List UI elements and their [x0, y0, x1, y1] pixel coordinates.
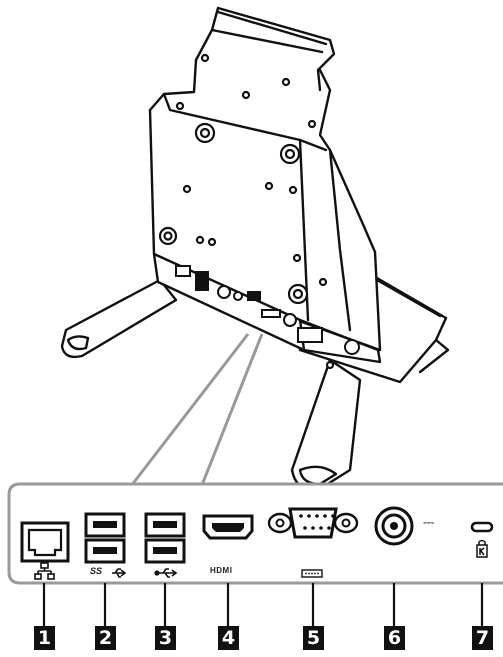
dc-power-icon: ⎓: [423, 514, 435, 530]
strip-ports: [175, 265, 360, 355]
hdmi-port: [202, 514, 254, 540]
lock-slot: [470, 521, 494, 533]
usb3-ports: [84, 512, 126, 564]
usb3-label: SS: [90, 566, 103, 576]
serial-port: [267, 507, 359, 539]
lan-port-icon: [20, 521, 70, 563]
callout-5: 5: [303, 626, 324, 650]
base-leg-left: [60, 278, 178, 359]
callout-2: 2: [95, 626, 116, 650]
dc-jack: [374, 506, 414, 546]
callout-3: 3: [155, 626, 176, 650]
base-leg-left-foot: [66, 335, 90, 351]
base-leg-right-foot: [298, 465, 338, 486]
usb-icon: [154, 568, 178, 578]
mount-holes: [158, 53, 335, 370]
callout-7: 7: [472, 626, 493, 650]
zoom-lines: [126, 333, 264, 491]
callout-6: 6: [384, 626, 405, 650]
serial-port-icon: [301, 569, 323, 578]
usb-superspeed-icon: [112, 568, 127, 578]
hdmi-label: HDMI: [210, 566, 233, 575]
network-icon: [34, 562, 55, 580]
usb2-ports: [144, 512, 186, 564]
callout-4: 4: [218, 626, 239, 650]
kensington-lock-icon: [476, 539, 488, 558]
callout-1: 1: [34, 626, 55, 650]
leader-lines: [42, 583, 484, 626]
port-panel: [7, 482, 503, 585]
